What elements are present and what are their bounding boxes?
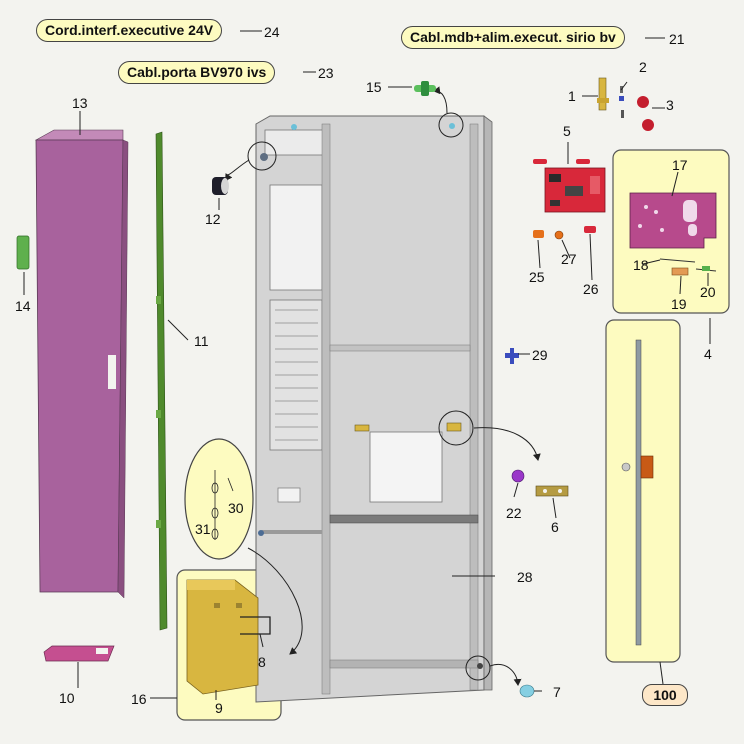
rail-100	[621, 339, 654, 646]
connector-26	[584, 226, 596, 233]
detail-circle-7	[465, 655, 491, 681]
connector-25	[533, 230, 544, 238]
bottom-piece-10	[43, 645, 115, 662]
callout-29: 29	[532, 347, 548, 363]
connector-5-left	[533, 159, 547, 164]
callout-31: 31	[195, 521, 211, 537]
callout-12: 12	[205, 211, 221, 227]
bracket-8	[240, 616, 271, 635]
part-20	[695, 266, 717, 272]
label-cabl-mdb: Cabl.mdb+alim.execut. sirio bv	[401, 26, 625, 49]
callout-15: 15	[366, 79, 382, 95]
part-22	[511, 469, 525, 483]
grommet-3	[637, 96, 654, 131]
callout-100-badge: 100	[642, 684, 688, 706]
callout-1: 1	[568, 88, 576, 104]
part-27	[554, 230, 564, 240]
callout-11: 11	[194, 333, 209, 349]
pcb-5	[544, 167, 606, 213]
clip-14	[16, 235, 30, 270]
callout-25: 25	[529, 269, 545, 285]
callout-numbers: 1 2 3 4 5 6 7 8 9 10 11 12 13 14 15 16 1…	[15, 24, 716, 716]
knob-12	[212, 177, 229, 195]
callout-27: 27	[561, 251, 577, 267]
callout-10: 10	[59, 690, 75, 706]
cabinet-frame-28	[255, 115, 493, 703]
detail-circle-12	[247, 141, 277, 171]
part-29	[505, 348, 519, 364]
lock-box-9	[186, 579, 259, 695]
callout-19: 19	[671, 296, 687, 312]
panel-rail-100	[605, 319, 681, 663]
bracket-1	[597, 77, 609, 111]
callout-24: 24	[264, 24, 280, 40]
callout-9: 9	[215, 700, 223, 716]
part-19	[671, 267, 689, 276]
callout-2: 2	[639, 59, 647, 75]
plate-17	[629, 192, 717, 249]
callout-23: 23	[318, 65, 334, 81]
screw-2	[619, 86, 624, 118]
callout-30: 30	[228, 500, 244, 516]
callout-3: 3	[666, 97, 674, 113]
callout-5: 5	[563, 123, 571, 139]
leader-lines	[23, 30, 711, 700]
callout-7: 7	[553, 684, 561, 700]
callout-14: 14	[15, 298, 31, 314]
callout-8: 8	[258, 654, 266, 670]
wire-18	[659, 258, 696, 263]
label-cabl-porta: Cabl.porta BV970 ivs	[118, 61, 276, 84]
callout-13: 13	[72, 95, 88, 111]
connector-arrows	[225, 86, 541, 686]
callout-6: 6	[551, 519, 559, 535]
side-panel-13	[34, 129, 129, 599]
callout-17: 17	[672, 157, 688, 173]
callout-28: 28	[517, 569, 533, 585]
callout-21: 21	[669, 31, 685, 47]
callout-4: 4	[704, 346, 712, 362]
part-15	[414, 81, 436, 96]
callout-18: 18	[633, 257, 649, 273]
bracket-6	[535, 485, 569, 497]
callout-20: 20	[700, 284, 716, 300]
detail-circle-6	[438, 410, 474, 446]
connector-5-right	[576, 159, 590, 164]
callout-26: 26	[583, 281, 599, 297]
callout-16: 16	[131, 691, 147, 707]
callout-22: 22	[506, 505, 522, 521]
cap-7	[519, 684, 535, 698]
label-cord-interf: Cord.interf.executive 24V	[36, 19, 223, 42]
detail-circle-15	[438, 112, 464, 138]
panel-detail-30-31	[184, 438, 254, 560]
rail-11	[155, 131, 168, 631]
detail-30-31	[211, 470, 234, 540]
